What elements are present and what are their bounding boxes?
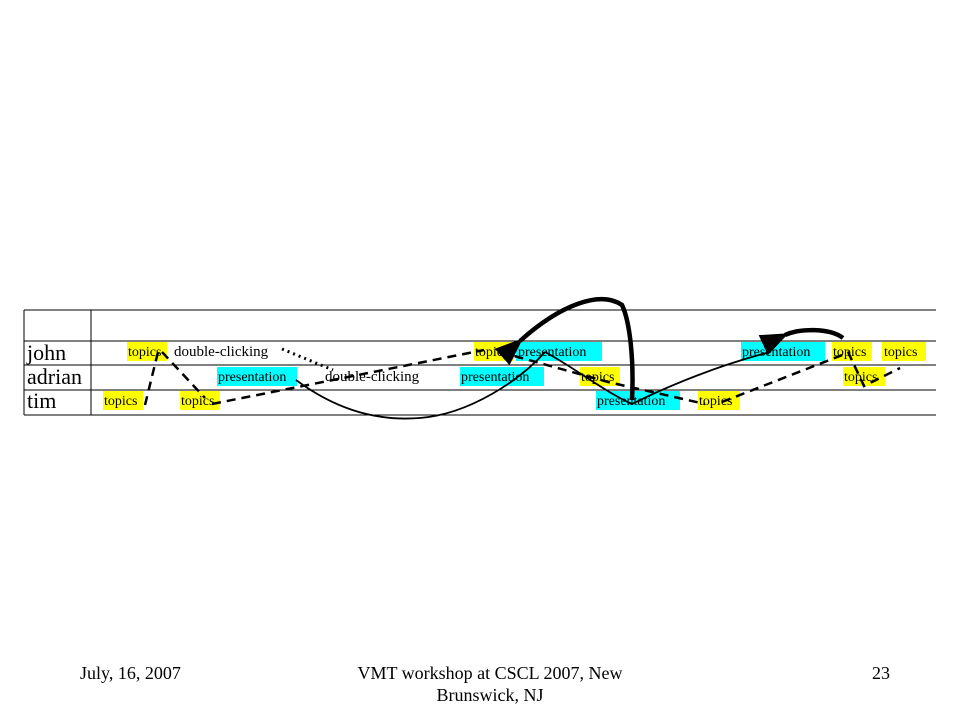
connector-solid-3 — [631, 351, 771, 405]
footer-page-number: 23 — [872, 663, 890, 683]
row-labels: john adrian tim — [26, 340, 82, 413]
token-t4: double-clicking — [325, 369, 420, 385]
token-t15: topics — [884, 345, 917, 360]
token-bg-t15 — [882, 342, 926, 361]
connector-dashed-2 — [161, 351, 206, 399]
arrow-connectors — [494, 296, 845, 401]
token-bg-t3 — [217, 367, 297, 386]
row-label-tim: tim — [27, 388, 56, 413]
connector-dotted-1 — [281, 347, 334, 372]
row-label-adrian: adrian — [27, 364, 82, 389]
token-bg-t5 — [103, 391, 143, 410]
footer-title: VMT workshop at CSCL 2007, New Brunswick… — [357, 663, 623, 705]
connector-solid-1 — [295, 351, 546, 420]
token-t12: topics — [699, 394, 732, 409]
footer-date: July, 16, 2007 — [80, 663, 181, 683]
token-t11: presentation — [597, 394, 665, 409]
connector-dashed-6 — [846, 351, 901, 388]
grid-lines — [23, 309, 936, 416]
token-t8: presentation — [518, 345, 586, 360]
token-t3: presentation — [218, 370, 286, 385]
connector-dashed-1 — [143, 351, 160, 406]
token-t1: topics — [128, 345, 161, 360]
connector-dashed-3 — [211, 348, 485, 406]
arrow-1 — [494, 296, 635, 401]
token-t5: topics — [104, 394, 137, 409]
arrow-2 — [758, 327, 845, 356]
token-highlights — [103, 342, 926, 410]
token-t6: topics — [181, 394, 214, 409]
token-t2: double-clicking — [174, 344, 269, 360]
token-t9: presentation — [461, 370, 529, 385]
row-label-john: john — [26, 340, 66, 365]
dotted-connectors — [281, 347, 334, 372]
connector-solid-2 — [544, 351, 633, 405]
token-t16: topics — [844, 370, 877, 385]
solid-connectors — [295, 351, 771, 420]
token-bg-t6 — [180, 391, 220, 410]
token-bg-t8 — [516, 342, 602, 361]
token-bg-t12 — [698, 391, 740, 410]
connector-dashed-5 — [721, 350, 851, 404]
